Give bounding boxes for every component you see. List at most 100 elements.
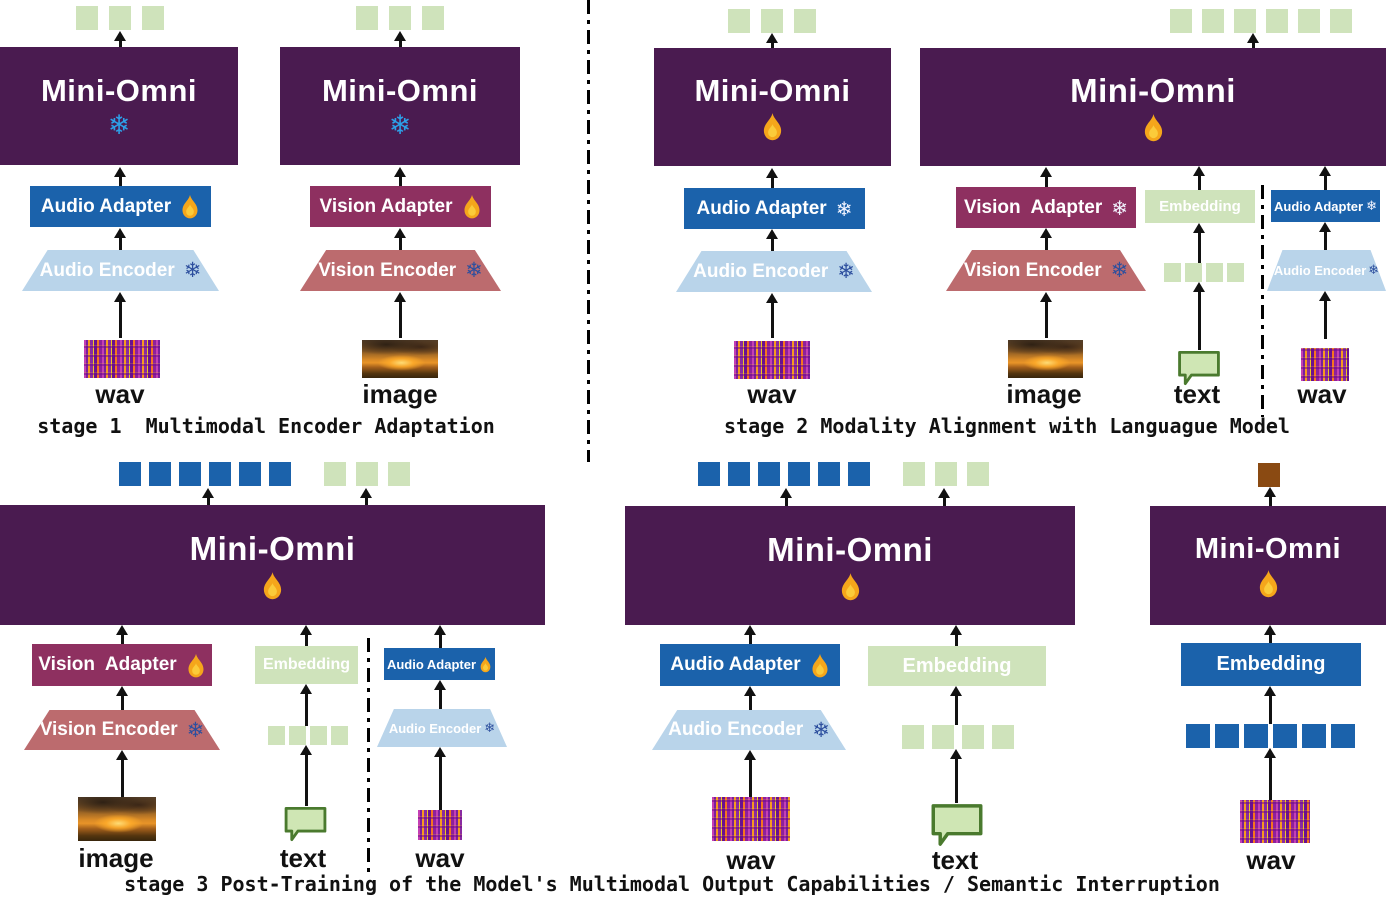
vision-encoder-trapezoid: Vision Encoder ❄: [24, 710, 220, 750]
token-square: [1331, 724, 1355, 748]
arrow-up: [771, 238, 774, 251]
audio-encoder-label: Audio Encoder: [388, 720, 482, 736]
audio-adapter-box: Audio Adapter ❄: [1271, 190, 1380, 222]
token-square: [794, 9, 816, 33]
audio-adapter-box: Audio Adapter ❄: [684, 188, 865, 229]
embedding-box: Embedding: [868, 646, 1046, 686]
output-tokens: [903, 462, 989, 486]
arrow-up: [1045, 301, 1048, 338]
flame-icon: [841, 572, 859, 600]
arrow-up: [1269, 695, 1272, 724]
vision-adapter-box: Vision Adapter: [32, 644, 212, 686]
arrow-up: [785, 497, 788, 506]
arrow-up: [439, 689, 442, 709]
audio-encoder-trapezoid: Audio Encoder ❄: [652, 710, 846, 750]
vision-adapter-box: Vision Adapter ❄: [956, 187, 1136, 228]
output-tokens: [119, 462, 291, 486]
token-square: [992, 725, 1014, 749]
arrow-up: [749, 695, 752, 710]
token-square: [324, 462, 346, 486]
snowflake-icon: ❄: [465, 258, 483, 282]
output-tokens: [1258, 463, 1280, 487]
arrow-up: [771, 177, 774, 188]
output-tokens: [698, 462, 870, 486]
snowflake-icon: ❄: [107, 110, 131, 141]
snowflake-icon: ❄: [484, 720, 496, 736]
token-square: [388, 462, 410, 486]
flame-icon: [263, 572, 282, 600]
output-tokens: [324, 462, 410, 486]
image-label: image: [1006, 379, 1082, 409]
audio-encoder-trapezoid: Audio Encoder ❄: [1267, 250, 1386, 291]
stage3-caption: stage 3 Post-Training of the Model's Mul…: [124, 872, 1220, 896]
embedding-box: Embedding: [1181, 643, 1361, 686]
flame-icon: [464, 194, 480, 219]
arrow-up: [1324, 300, 1327, 339]
wav-spectrogram: [734, 341, 810, 379]
sunset-image: [1008, 340, 1083, 378]
token-square: [76, 6, 98, 30]
arrow-up: [119, 40, 122, 47]
audio-encoder-label: Audio Encoder: [39, 259, 175, 281]
arrow-up: [1045, 237, 1048, 250]
token-square: [310, 726, 327, 745]
token-square: [239, 462, 261, 486]
token-square: [1302, 724, 1326, 748]
flame-icon: [1259, 570, 1277, 598]
snowflake-icon: ❄: [186, 717, 205, 742]
arrow-up: [121, 759, 124, 797]
token-square: [818, 462, 840, 486]
token-square: [1234, 9, 1256, 33]
arrow-up: [305, 754, 308, 806]
mini-omni-label: Mini-Omni: [40, 73, 198, 108]
flame-icon: [812, 653, 828, 677]
audio-adapter-box: Audio Adapter: [30, 186, 211, 227]
arrow-up: [1324, 231, 1327, 250]
token-square: [728, 9, 750, 33]
token-square: [761, 9, 783, 33]
text-label: text: [279, 843, 327, 873]
token-square: [356, 462, 378, 486]
token-square: [932, 725, 954, 749]
audio-encoder-label: Audio Encoder: [693, 260, 829, 282]
arrow-up: [1269, 496, 1272, 506]
text-tokens: [902, 725, 1014, 749]
stage1-caption: stage 1 Multimodal Encoder Adaptation: [37, 414, 495, 438]
token-square: [331, 726, 348, 745]
arrow-up: [749, 634, 752, 644]
arrow-up: [1045, 176, 1048, 187]
arrow-up: [1198, 291, 1201, 350]
token-square: [962, 725, 984, 749]
snowflake-icon: ❄: [183, 258, 202, 282]
arrow-up: [119, 301, 122, 338]
token-square: [356, 6, 378, 30]
stage2-caption: stage 2 Modality Alignment with Languagu…: [724, 414, 1290, 438]
wav-spectrogram: [712, 797, 790, 841]
arrow-up: [771, 42, 774, 48]
arrow-up: [943, 497, 946, 506]
wav-label: wav: [726, 845, 776, 875]
token-square: [422, 6, 444, 30]
token-square: [149, 462, 171, 486]
arrow-up: [1198, 175, 1201, 190]
arrow-up: [955, 758, 958, 803]
mini-omni-box: Mini-Omni: [0, 505, 545, 625]
token-square: [903, 462, 925, 486]
arrow-up: [399, 237, 402, 250]
output-tokens: [356, 6, 444, 30]
audio-encoder-trapezoid: Audio Encoder ❄: [377, 709, 507, 747]
token-square: [268, 726, 285, 745]
flame-icon: [1144, 114, 1162, 142]
vision-adapter-box: Vision Adapter: [310, 186, 491, 227]
audio-adapter-box: Audio Adapter: [384, 648, 495, 680]
embedding-label: Embedding: [1159, 198, 1241, 215]
flame-icon: [182, 194, 198, 219]
text-label: text: [931, 845, 979, 875]
audio-encoder-label: Audio Encoder: [668, 719, 804, 740]
vision-encoder-trapezoid: Vision Encoder ❄: [300, 250, 501, 291]
token-square: [119, 462, 141, 486]
wav-tokens: [1186, 724, 1355, 748]
token-square: [1206, 263, 1223, 282]
wav-spectrogram: [1301, 348, 1349, 381]
audio-encoder-trapezoid: Audio Encoder ❄: [676, 251, 872, 292]
